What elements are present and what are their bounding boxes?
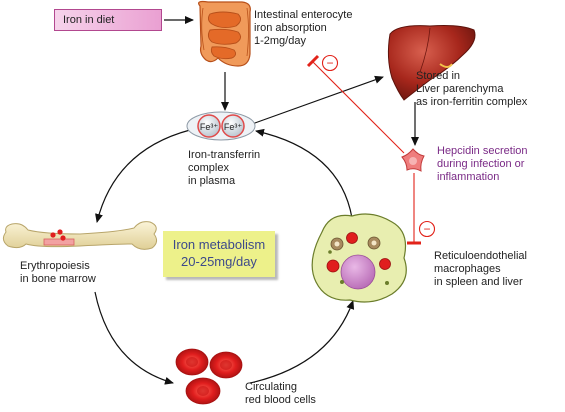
svg-text:−: − <box>423 222 430 236</box>
liver-icon <box>387 25 476 101</box>
iron-in-diet-box: Iron in diet <box>54 9 162 31</box>
svg-text:−: − <box>326 56 333 70</box>
arrow-rbc-to-macrophages <box>249 300 355 384</box>
intestine-icon <box>198 0 251 67</box>
macrophages-label: Reticuloendothelial macrophages in splee… <box>434 250 527 288</box>
transferrin-complex-icon: Fe³⁺ Fe³⁺ <box>186 111 256 141</box>
transferrin-label: Iron-transferrin complex in plasma <box>188 149 261 187</box>
inhibition-line-intestine <box>312 61 405 154</box>
arrow-bone-marrow-to-rbc <box>94 291 174 385</box>
macrophage-icon <box>311 213 407 303</box>
arrow-transferrin-to-bone-marrow <box>95 129 191 223</box>
bone-icon <box>2 221 158 250</box>
hepcidin-flower-icon <box>401 148 425 172</box>
hepcidin-label: Hepcidin secretion during infection or i… <box>437 145 528 183</box>
arrow-macrophages-to-transferrin <box>255 128 353 219</box>
metabolism-amount: 20-25mg/day <box>181 254 257 269</box>
intestine-label: Intestinal enterocyte iron absorption 1-… <box>254 9 353 47</box>
inhibition-symbol-intestine: − <box>321 54 339 72</box>
liver-label: Stored in Liver parenchyma as iron-ferri… <box>416 70 528 108</box>
rbc-label: Circulating red blood cells <box>245 381 316 406</box>
inhibition-bar-intestine <box>306 54 320 68</box>
metabolism-title: Iron metabolism <box>172 237 266 252</box>
fe3-badge-right: Fe³⁺ <box>224 122 243 132</box>
iron-metabolism-box: Iron metabolism 20-25mg/day <box>163 231 275 277</box>
fe3-badge-left: Fe³⁺ <box>200 122 219 132</box>
red-blood-cells-icon <box>175 348 243 405</box>
arrow-transferrin-to-liver <box>251 75 384 125</box>
erythropoiesis-label: Erythropoiesis in bone marrow <box>20 260 96 285</box>
inhibition-symbol-macrophages: − <box>418 220 436 238</box>
iron-in-diet-label: Iron in diet <box>63 14 115 26</box>
